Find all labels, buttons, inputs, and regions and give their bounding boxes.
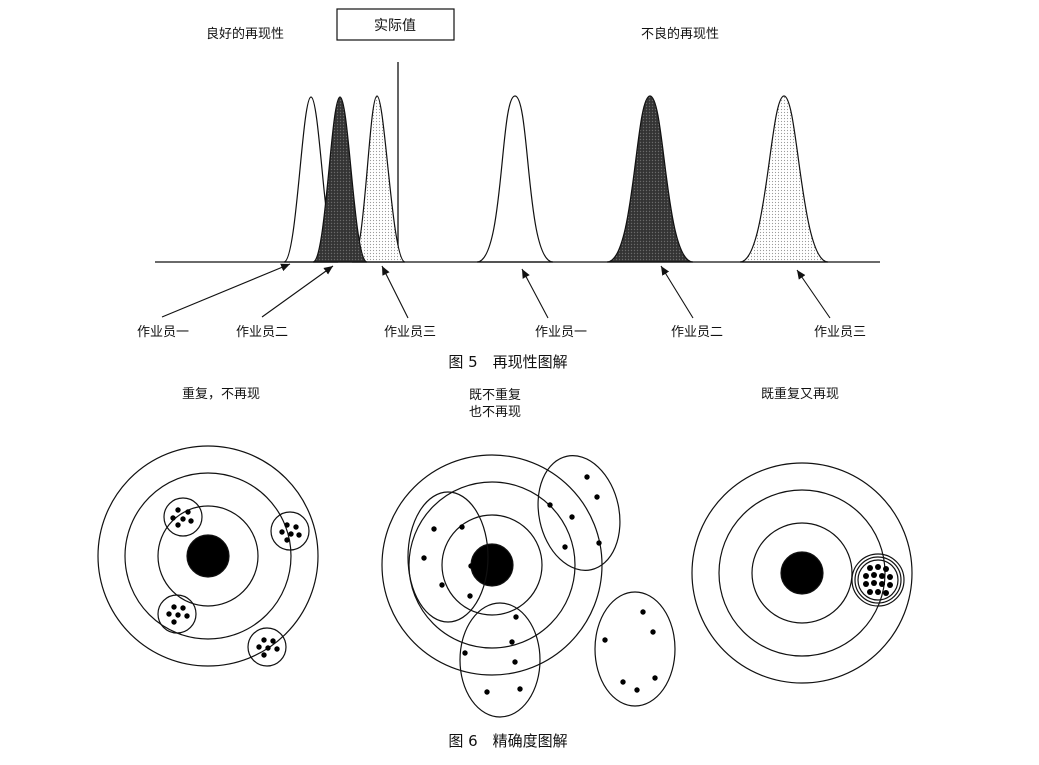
- target-3: [691, 462, 913, 684]
- operator-label: 作业员一: [535, 325, 587, 340]
- target2-label-line2: 也不再现: [469, 405, 521, 420]
- operator-label: 作业员三: [384, 325, 436, 340]
- label-poor-reproducibility: 不良的再现性: [641, 26, 719, 42]
- operator-arrows: [161, 263, 831, 319]
- operator-labels: 作业员一 作业员二 作业员三 作业员一 作业员二 作业员三: [137, 325, 866, 340]
- figure6-caption: 图 6 精确度图解: [448, 732, 567, 750]
- target3-label: 既重复又再现: [761, 386, 839, 402]
- target-2: [381, 454, 676, 718]
- target1-label: 重复，不再现: [182, 386, 260, 402]
- target-1-dots: [166, 507, 302, 658]
- figure5-caption: 图 5 再现性图解: [448, 353, 567, 371]
- target2-label-line1: 既不重复: [469, 387, 521, 403]
- precision-figure: 重复，不再现 既不重复 也不再现 既重复又再现: [97, 386, 913, 750]
- operator-label: 作业员二: [671, 325, 723, 340]
- label-good-reproducibility: 良好的再现性: [206, 26, 284, 42]
- operator-label: 作业员一: [137, 325, 189, 340]
- curve-good-operator-3: [351, 95, 406, 263]
- reproducibility-figure: 良好的再现性 不良的再现性 实际值 作业员一 作业员二 作业员三 作业员一 作业…: [137, 8, 880, 371]
- label-actual-value: 实际值: [374, 18, 416, 34]
- operator-label: 作业员二: [236, 325, 288, 340]
- target-3-dots: [863, 564, 893, 596]
- operator-label: 作业员三: [814, 325, 866, 340]
- curve-poor-operator-2: [606, 95, 694, 263]
- target-1: [97, 445, 319, 667]
- curve-good-operator-2: [312, 96, 368, 263]
- curve-poor-operator-1: [476, 95, 554, 263]
- curve-poor-operator-3: [739, 95, 829, 263]
- target-2-dots: [421, 474, 658, 695]
- actual-value-box: [336, 8, 455, 41]
